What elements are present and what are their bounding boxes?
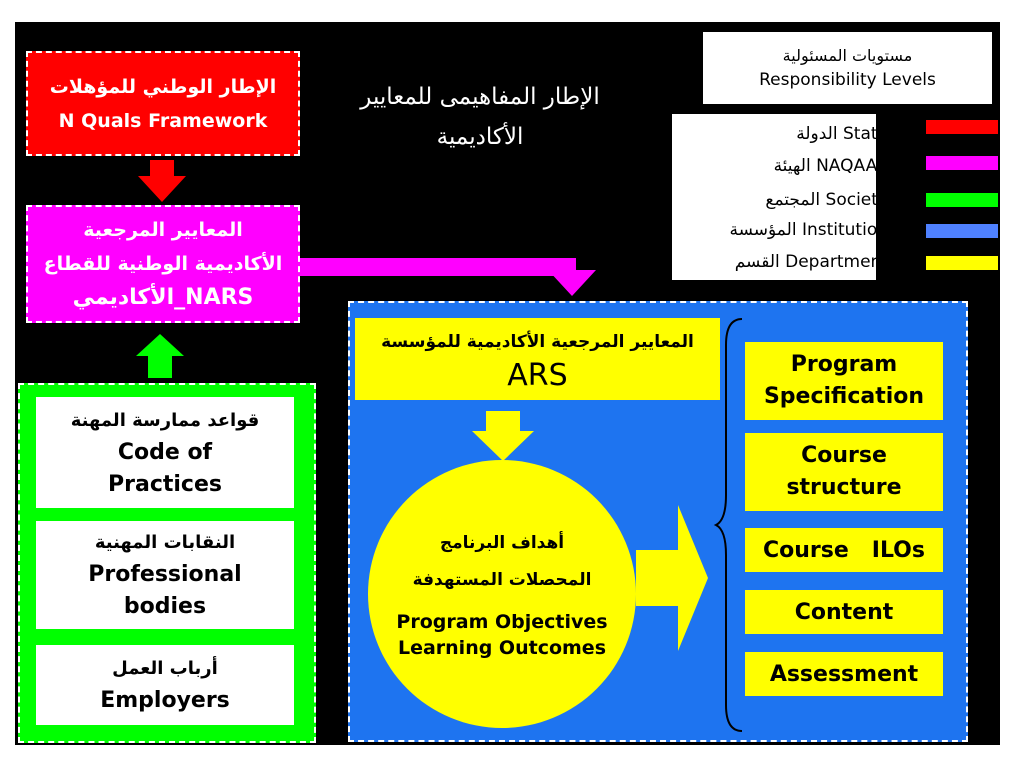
legend-item-label: الهيئة NAQAAE	[773, 156, 888, 176]
society-item-en: Practices	[108, 471, 222, 497]
employers-box: أرباب العمل Employers	[36, 645, 294, 725]
legend-item-label: المجتمع Society	[765, 190, 888, 210]
legend-item-label: المؤسسة Institution	[729, 220, 889, 240]
legend-item-state: الدولة State	[672, 120, 892, 148]
arrow-elbow-magenta	[300, 258, 596, 296]
legend-swatch-institution	[926, 224, 998, 238]
legend: الدولة State الهيئة NAQAAE المجتمع Socie…	[672, 114, 998, 280]
society-item-en: Professional	[88, 562, 242, 587]
arrow-down-yellow	[472, 411, 534, 461]
course-ilos-box: Course ILOs	[745, 528, 943, 572]
circle-line-en-2: Learning Outcomes	[397, 637, 607, 659]
department-item-line-1: Course ILOs	[763, 537, 925, 563]
legend-swatch-naqaae	[926, 156, 998, 170]
nars-line-3: الأكاديمي_NARS	[72, 285, 254, 310]
legend-header: مستويات المسئولية Responsibility Levels	[703, 32, 992, 104]
circle-line-ar-1: أهداف البرنامج	[439, 533, 565, 553]
content-box: Content	[745, 590, 943, 634]
society-item-en: Code of	[117, 439, 213, 465]
legend-header-en: Responsibility Levels	[759, 70, 936, 90]
department-item-line-1: Assessment	[769, 661, 919, 687]
ars-label-en: ARS	[507, 358, 568, 393]
nars-line-2: الأكاديمية الوطنية للقطاع	[43, 253, 283, 275]
department-item-line-2: structure	[786, 475, 902, 500]
legend-swatch-state	[926, 120, 998, 134]
nars-line-1: المعايير المرجعية	[83, 219, 243, 241]
arrow-right-yellow	[636, 505, 708, 651]
society-item-en: Employers	[100, 688, 230, 713]
nqf-label-en: N Quals Framework	[58, 109, 268, 132]
legend-swatch-society	[926, 193, 998, 207]
society-item-ar: أرباب العمل	[112, 658, 218, 679]
arrow-up-green	[136, 334, 184, 378]
program-specification-box: Program Specification	[745, 342, 943, 420]
society-item-ar: النقابات المهنية	[94, 532, 236, 553]
program-objectives-circle: أهداف البرنامج المحصلات المستهدفة Progra…	[368, 460, 636, 728]
legend-item-society: المجتمع Society	[672, 186, 892, 214]
society-item-ar: قواعد ممارسة المهنة	[70, 409, 260, 431]
diagram-title: الإطار المفاهيمى للمعايير الأكاديمية	[330, 72, 630, 162]
nqf-box: الإطار الوطني للمؤهلات N Quals Framework	[26, 51, 300, 156]
department-item-line-1: Course	[801, 443, 887, 468]
code-of-practices-box: قواعد ممارسة المهنة Code of Practices	[36, 397, 294, 508]
course-structure-box: Course structure	[745, 433, 943, 511]
legend-item-label: الدولة State	[796, 124, 888, 144]
legend-item-naqaae: الهيئة NAQAAE	[672, 152, 892, 180]
circle-line-ar-2: المحصلات المستهدفة	[412, 570, 592, 590]
legend-item-label: القسم Department	[734, 252, 888, 272]
title-line-1: الإطار المفاهيمى للمعايير	[360, 84, 600, 110]
ars-label-ar: المعايير المرجعية الأكاديمية للمؤسسة	[381, 332, 694, 352]
assessment-box: Assessment	[745, 652, 943, 696]
society-item-en: bodies	[123, 594, 207, 619]
legend-item-institution: المؤسسة Institution	[672, 216, 892, 244]
professional-bodies-box: النقابات المهنية Professional bodies	[36, 521, 294, 629]
department-item-line-1: Program	[790, 352, 898, 377]
legend-header-ar: مستويات المسئولية	[782, 46, 913, 65]
legend-swatch-department	[926, 256, 998, 270]
nars-box: المعايير المرجعية الأكاديمية الوطنية للق…	[26, 205, 300, 323]
department-item-line-1: Content	[794, 599, 894, 625]
curly-brace	[713, 318, 743, 732]
department-item-line-2: Specification	[763, 384, 925, 409]
arrow-down-red	[138, 160, 186, 202]
circle-line-en-1: Program Objectives	[396, 611, 608, 633]
ars-box: المعايير المرجعية الأكاديمية للمؤسسة ARS	[355, 318, 720, 400]
nqf-label-ar: الإطار الوطني للمؤهلات	[49, 75, 277, 98]
legend-items-box	[672, 114, 876, 280]
title-line-2: الأكاديمية	[436, 124, 524, 150]
legend-item-department: القسم Department	[672, 248, 892, 276]
